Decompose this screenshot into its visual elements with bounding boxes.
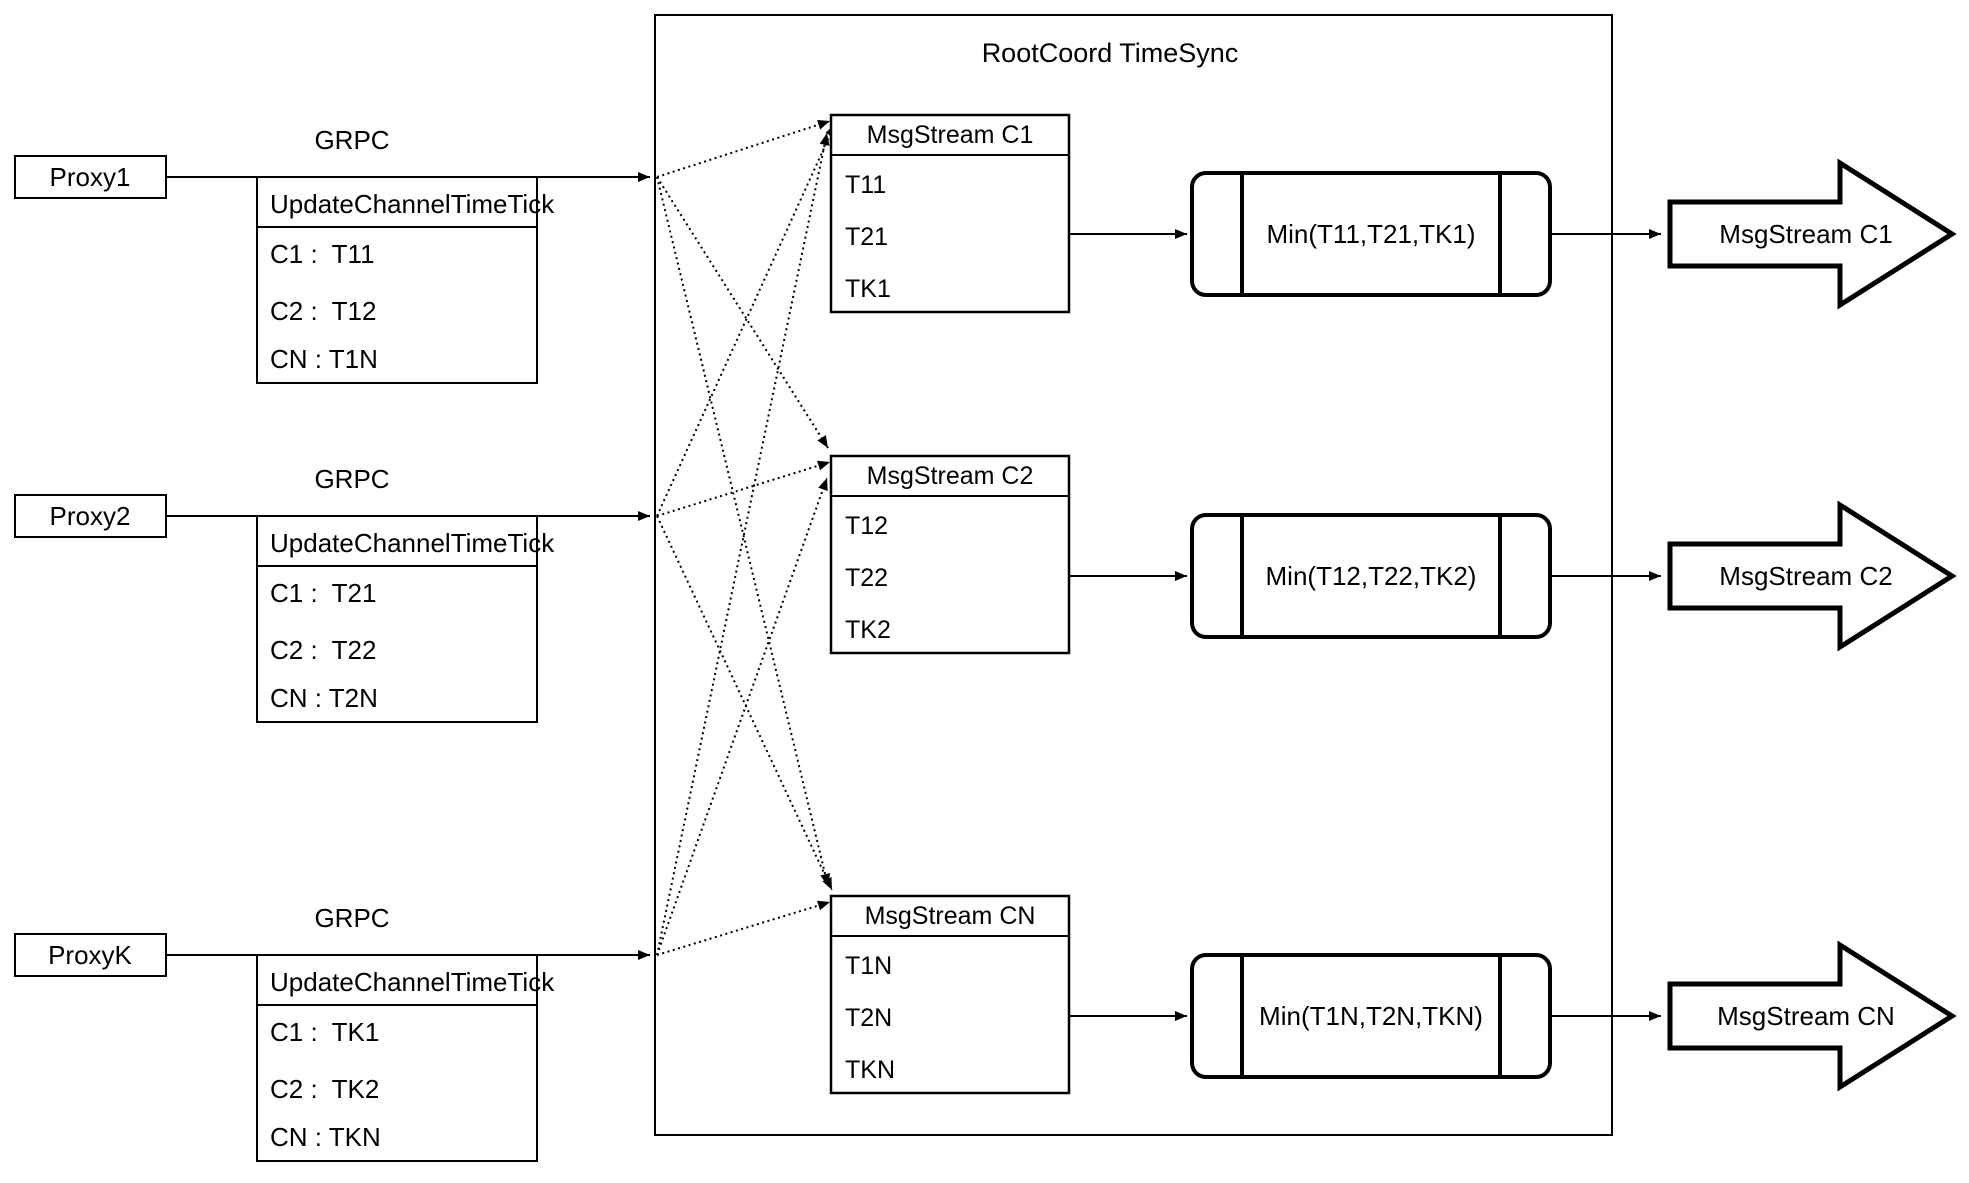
proxyk-grpc-label: GRPC (314, 903, 389, 933)
msgstream-c2-row: TK2 (845, 616, 891, 644)
msgstream-c2-row: T12 (845, 512, 888, 540)
min-c2-label: Min(T12,T22,TK2) (1266, 561, 1477, 591)
dotted-fanout-connectors (656, 119, 836, 956)
min-c1-label: Min(T11,T21,TK1) (1266, 219, 1475, 249)
msgstream-c1-row: T21 (845, 223, 888, 251)
msgstream-c1-output-label: MsgStream C1 (1719, 219, 1892, 249)
proxy1-grpc-label: GRPC (314, 125, 389, 155)
proxyk-table-row: C2 : TK2 (270, 1074, 379, 1104)
proxy2-table-row: C1 : T21 (270, 578, 376, 608)
proxy2-timetick-table (256, 515, 538, 723)
proxyk-table-header: UpdateChannelTimeTick (270, 967, 555, 997)
proxy2-box (14, 494, 167, 538)
msgstream-cn-row: T2N (845, 1004, 892, 1032)
dotted-arrow-proxy2-c1 (656, 123, 836, 517)
proxy1-table-row: CN : T1N (270, 344, 378, 374)
proxy1-row: Proxy1 GRPC UpdateChannelTimeTick C1 : T… (14, 125, 650, 384)
msgstream-c2-row: T22 (845, 564, 888, 592)
proxy2-table-row: CN : T2N (270, 683, 378, 713)
proxy2-label: Proxy2 (50, 501, 131, 531)
stream-lane-c1: MsgStream C1 T11 T21 TK1 Min(T11,T21,TK1… (829, 113, 1957, 314)
msgstream-c1-row: T11 (845, 171, 886, 199)
dotted-arrow-proxy2-cn (656, 515, 833, 891)
msgstream-c1-row: TK1 (845, 275, 891, 303)
stream-lane-cn: MsgStream CN T1N T2N TKN Min(T1N,T2N,TKN… (829, 894, 1957, 1095)
proxy2-row: Proxy2 GRPC UpdateChannelTimeTick C1 : T… (14, 464, 650, 723)
proxy1-timetick-table (256, 176, 538, 384)
proxyk-row: ProxyK GRPC UpdateChannelTimeTick C1 : T… (14, 903, 650, 1162)
proxyk-table-row: C1 : TK1 (270, 1017, 379, 1047)
proxyk-box (14, 933, 167, 977)
proxyk-table-row: CN : TKN (270, 1122, 381, 1152)
proxy1-label: Proxy1 (50, 162, 131, 192)
msgstream-c2-box (829, 454, 1071, 655)
proxy1-table-row: C1 : T11 (270, 239, 375, 269)
msgstream-cn-box (829, 894, 1071, 1095)
proxy1-table-header: UpdateChannelTimeTick (270, 189, 555, 219)
dotted-arrow-proxyk-c1 (656, 132, 830, 956)
msgstream-c1-box (829, 113, 1071, 314)
proxy2-grpc-label: GRPC (314, 464, 389, 494)
proxy1-table-row: C2 : T12 (270, 296, 376, 326)
proxy2-table-header: UpdateChannelTimeTick (270, 528, 555, 558)
msgstream-cn-output-arrow (1667, 940, 1957, 1092)
proxyk-timetick-table (256, 954, 538, 1162)
msgstream-c1-header: MsgStream C1 (867, 121, 1034, 149)
proxyk-label: ProxyK (48, 940, 132, 970)
msgstream-c1-output-arrow (1667, 158, 1957, 310)
dotted-arrow-proxyk-c2 (656, 477, 828, 956)
msgstream-cn-row: TKN (845, 1056, 895, 1084)
dotted-arrow-proxy1-c2 (656, 176, 829, 449)
proxy2-table-row: C2 : T22 (270, 635, 376, 665)
msgstream-cn-output-label: MsgStream CN (1717, 1001, 1895, 1031)
dotted-arrow-proxyk-cn (656, 900, 831, 956)
proxy1-box (14, 155, 167, 199)
msgstream-c2-output-arrow (1667, 500, 1957, 652)
dotted-arrow-proxy2-c2 (656, 460, 831, 517)
msgstream-cn-header: MsgStream CN (865, 902, 1036, 930)
msgstream-cn-row: T1N (845, 952, 892, 980)
dotted-arrow-proxy1-c1 (656, 119, 831, 178)
msgstream-c2-output-label: MsgStream C2 (1719, 561, 1892, 591)
msgstream-c2-header: MsgStream C2 (867, 462, 1034, 490)
stream-lane-c2: MsgStream C2 T12 T22 TK2 Min(T12,T22,TK2… (829, 454, 1957, 655)
dotted-arrow-proxy1-cn (656, 176, 831, 887)
min-cn-label: Min(T1N,T2N,TKN) (1259, 1001, 1483, 1031)
rootcoord-container-title: RootCoord TimeSync (982, 38, 1239, 68)
